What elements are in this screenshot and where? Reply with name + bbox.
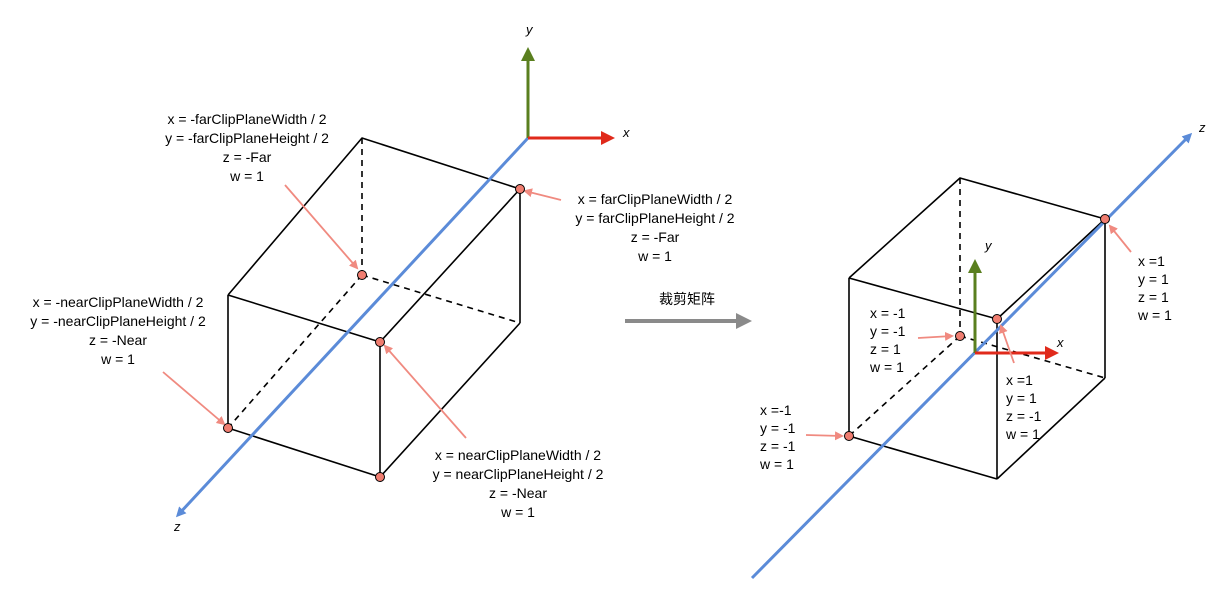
label-inner-right: x =1 y = 1 z = -1 w = 1	[1005, 372, 1042, 442]
label-line: x =-1	[760, 402, 792, 418]
left-pointer-arrows	[162, 184, 562, 439]
label-line: x =1	[1006, 372, 1033, 388]
left-z-axis	[175, 136, 530, 518]
label-line: x = nearClipPlaneWidth / 2	[435, 447, 601, 463]
transform-arrow: 裁剪矩阵	[625, 291, 752, 329]
label-line: w = 1	[869, 359, 904, 375]
label-line: z = -Far	[631, 229, 680, 245]
right-vertices	[844, 214, 1110, 441]
label-line: y = -nearClipPlaneHeight / 2	[30, 313, 206, 329]
label-line: z = 1	[1138, 289, 1169, 305]
label-line: w = 1	[1005, 426, 1040, 442]
right-x-axis-label: x	[1056, 335, 1064, 350]
right-pointer-arrows	[805, 224, 1132, 441]
right-z-axis-label: z	[1198, 120, 1206, 135]
vertex-far-top-right	[515, 184, 525, 194]
left-y-axis-label: y	[525, 22, 534, 37]
left-x-axis-label: x	[622, 125, 630, 140]
label-line: y = -1	[870, 323, 906, 339]
left-z-axis-label: z	[173, 519, 181, 534]
label-line: y = 1	[1138, 271, 1169, 287]
label-line: x =1	[1138, 253, 1165, 269]
label-inner-left: x = -1 y = -1 z = 1 w = 1	[869, 305, 906, 375]
label-line: z = -1	[1006, 408, 1042, 424]
label-corner-top-right: x =1 y = 1 z = 1 w = 1	[1137, 253, 1172, 323]
label-line: x = farClipPlaneWidth / 2	[578, 191, 733, 207]
label-far-bottom-left: x = -farClipPlaneWidth / 2 y = -farClipP…	[165, 111, 329, 184]
label-line: x = -1	[870, 305, 906, 321]
label-near-bottom-left: x = -nearClipPlaneWidth / 2 y = -nearCli…	[30, 294, 206, 367]
left-vertices	[223, 184, 525, 482]
label-line: w = 1	[1137, 307, 1172, 323]
label-line: w = 1	[229, 168, 264, 184]
label-line: w = 1	[759, 456, 794, 472]
label-corner-bottom-left: x =-1 y = -1 z = -1 w = 1	[759, 402, 796, 472]
label-far-top-right: x = farClipPlaneWidth / 2 y = farClipPla…	[575, 191, 734, 264]
label-line: w = 1	[100, 351, 135, 367]
label-line: w = 1	[637, 248, 672, 264]
label-line: y = farClipPlaneHeight / 2	[575, 210, 734, 226]
vertex-inner-right	[992, 314, 1002, 324]
vertex-corner-top-right	[1100, 214, 1110, 224]
label-line: w = 1	[500, 504, 535, 520]
label-near-top-right: x = nearClipPlaneWidth / 2 y = nearClipP…	[433, 447, 604, 520]
right-cube: y x z x =1 y = 1 z = 1 w = 1 x = -1 y = …	[750, 120, 1206, 580]
label-line: z = -Near	[489, 485, 547, 501]
vertex-near-bottom-left	[223, 423, 233, 433]
label-line: y = -1	[760, 420, 796, 436]
vertex-far-bottom-left	[357, 270, 367, 280]
label-line: z = -1	[760, 438, 796, 454]
label-line: x = -nearClipPlaneWidth / 2	[33, 294, 204, 310]
vertex-near-top-right	[375, 337, 385, 347]
left-hidden-edges	[227, 138, 521, 429]
label-line: z = 1	[870, 341, 901, 357]
right-y-axis-label: y	[984, 238, 993, 253]
label-line: y = 1	[1006, 390, 1037, 406]
label-line: y = nearClipPlaneHeight / 2	[433, 466, 604, 482]
left-frustum: y x z x = -farClipPlaneWidth / 2 y = -fa…	[30, 22, 735, 534]
vertex-inner-left	[955, 331, 965, 341]
label-line: z = -Far	[223, 149, 272, 165]
transform-label: 裁剪矩阵	[659, 291, 715, 307]
vertex-near-bottom-right	[375, 472, 385, 482]
vertex-corner-bottom-left	[844, 431, 854, 441]
label-line: y = -farClipPlaneHeight / 2	[165, 130, 329, 146]
label-line: x = -farClipPlaneWidth / 2	[167, 111, 326, 127]
right-z-axis	[750, 132, 1193, 580]
left-visible-edges	[227, 137, 521, 478]
label-line: z = -Near	[89, 332, 147, 348]
